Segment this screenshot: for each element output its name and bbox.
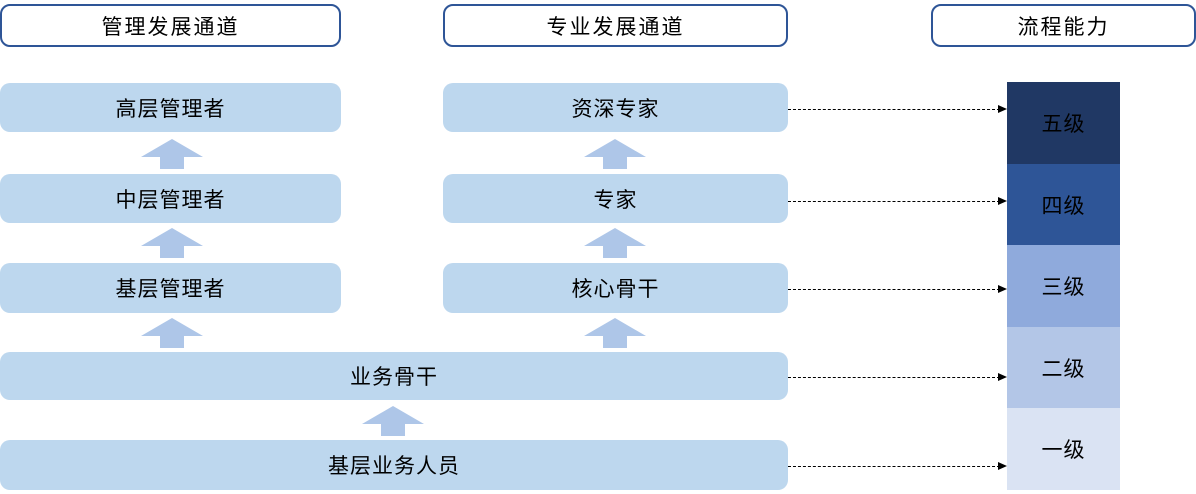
arrow-head-icon: [998, 105, 1007, 113]
arrow-up-icon: [362, 406, 424, 436]
level-4-label: 四级: [1041, 193, 1086, 218]
dashed-arrow-icon: [788, 105, 1007, 114]
arrow-up-icon: [584, 318, 646, 348]
box-senior-expert: 资深专家: [443, 83, 788, 132]
box-grassroots-staff-label: 基层业务人员: [328, 454, 460, 478]
arrow-head-icon: [998, 373, 1007, 381]
arrow-up-icon: [584, 139, 646, 169]
box-business-backbone-label: 业务骨干: [350, 365, 438, 389]
box-middle-manager: 中层管理者: [0, 174, 341, 223]
box-senior-manager: 高层管理者: [0, 83, 341, 132]
header-management-channel: 管理发展通道: [0, 4, 341, 47]
box-core-backbone-label: 核心骨干: [571, 277, 660, 301]
box-junior-manager-label: 基层管理者: [115, 277, 226, 301]
dashed-line: [788, 466, 1000, 467]
dashed-arrow-icon: [788, 285, 1007, 294]
box-grassroots-staff: 基层业务人员: [0, 440, 788, 490]
header-management-channel-label: 管理发展通道: [101, 14, 240, 39]
arrow-up-icon: [584, 228, 646, 258]
dashed-arrow-icon: [788, 197, 1007, 206]
level-3-label: 三级: [1041, 275, 1086, 299]
level-2-box: 二级: [1007, 327, 1120, 408]
level-1-label: 一级: [1041, 438, 1086, 462]
box-expert: 专家: [443, 174, 788, 223]
level-2-label: 二级: [1041, 356, 1086, 381]
level-4-box: 四级: [1007, 164, 1120, 245]
arrow-head-icon: [998, 285, 1007, 293]
arrow-head-icon: [998, 462, 1007, 470]
box-senior-manager-label: 高层管理者: [115, 96, 226, 121]
arrow-up-icon: [141, 318, 203, 348]
header-professional-channel: 专业发展通道: [443, 4, 788, 47]
header-professional-channel-label: 专业发展通道: [546, 14, 685, 39]
box-expert-label: 专家: [593, 187, 638, 212]
level-3-box: 三级: [1007, 245, 1120, 327]
header-process-capability-label: 流程能力: [1017, 14, 1110, 39]
dashed-line: [788, 109, 1000, 110]
box-junior-manager: 基层管理者: [0, 263, 341, 313]
header-process-capability: 流程能力: [931, 4, 1196, 47]
dashed-line: [788, 377, 1000, 378]
box-core-backbone: 核心骨干: [443, 263, 788, 313]
arrow-up-icon: [141, 139, 203, 169]
box-senior-expert-label: 资深专家: [571, 96, 660, 121]
dashed-arrow-icon: [788, 373, 1007, 382]
arrow-head-icon: [998, 197, 1007, 205]
box-middle-manager-label: 中层管理者: [115, 187, 226, 212]
box-business-backbone: 业务骨干: [0, 352, 788, 400]
dashed-line: [788, 289, 1000, 290]
dashed-line: [788, 201, 1000, 202]
arrow-up-icon: [141, 228, 203, 258]
level-5-label: 五级: [1041, 112, 1086, 136]
level-5-box: 五级: [1007, 82, 1120, 164]
dashed-arrow-icon: [788, 462, 1007, 471]
level-1-box: 一级: [1007, 408, 1120, 490]
